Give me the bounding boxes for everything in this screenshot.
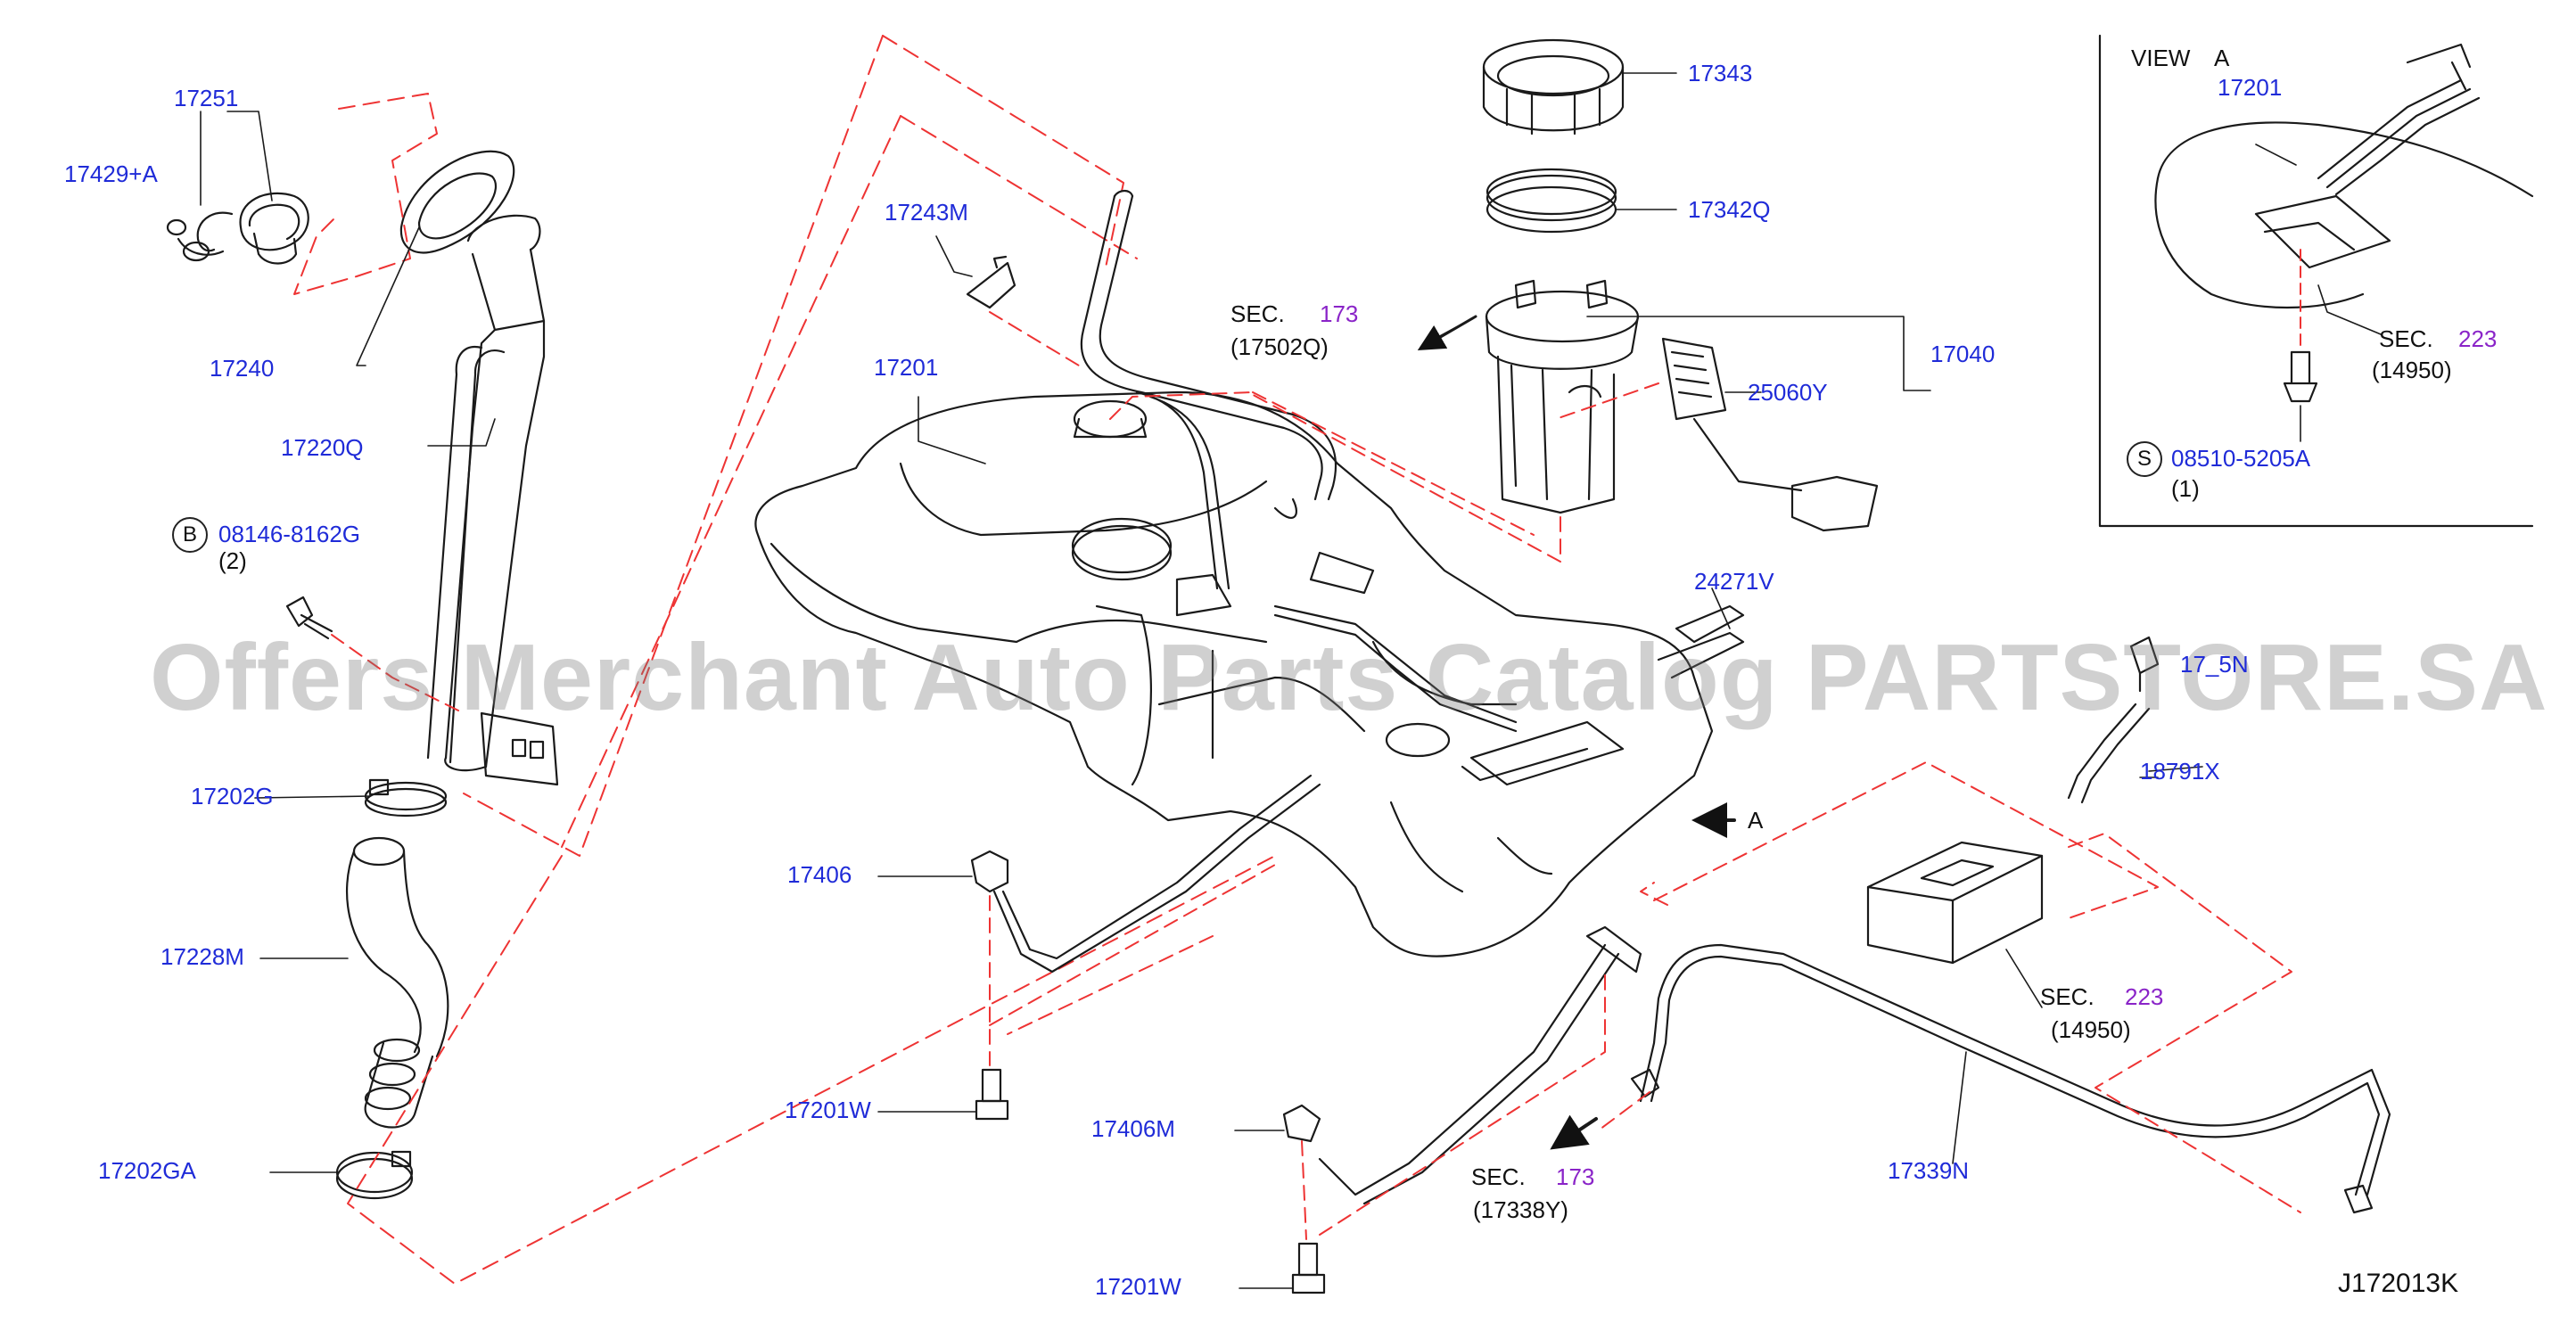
level-sender[interactable]: [1661, 337, 1879, 532]
bolt-08146[interactable]: [285, 596, 333, 640]
sec-top-word: SEC.: [1230, 300, 1285, 327]
view-a-part-17201[interactable]: 17201: [2218, 74, 2283, 101]
label-24271v[interactable]: 24271V: [1694, 568, 1774, 595]
sec-right-sub: (14950): [2051, 1016, 2131, 1043]
connector-right[interactable]: [2129, 636, 2160, 693]
view-a-title-view: VIEW: [2131, 45, 2191, 71]
label-17429a[interactable]: 17429+A: [64, 160, 158, 187]
label-17202g[interactable]: 17202G: [191, 783, 274, 809]
watermark: Offers Merchant Auto Parts Catalog PARTS…: [150, 625, 2548, 730]
fuel-tank[interactable]: [754, 390, 1714, 957]
view-a-screw-qty: (1): [2171, 475, 2200, 502]
label-17240[interactable]: 17240: [210, 355, 275, 382]
view-a-sec-num[interactable]: 223: [2458, 325, 2498, 352]
fuel-cap[interactable]: [166, 192, 309, 265]
view-a-title-letter: A: [2214, 45, 2230, 71]
heat-shield[interactable]: [1657, 604, 1745, 679]
diagram-code: J172013K: [2338, 1269, 2459, 1298]
label-17220q[interactable]: 17220Q: [281, 434, 364, 461]
label-17251[interactable]: 17251: [174, 85, 239, 111]
pump-assembly[interactable]: [1485, 279, 1640, 514]
gasket[interactable]: [1486, 168, 1617, 234]
label-17201w-1[interactable]: 17201W: [785, 1097, 871, 1123]
strap-17406m[interactable]: [1282, 925, 1642, 1205]
filler-neck[interactable]: [426, 214, 559, 786]
label-17406m[interactable]: 17406M: [1091, 1115, 1175, 1142]
vent-tube[interactable]: [1080, 189, 1518, 733]
label-17243m[interactable]: 17243M: [885, 199, 968, 226]
label-17343[interactable]: 17343: [1688, 60, 1753, 86]
label-17201[interactable]: 17201: [874, 354, 939, 381]
strap-17406[interactable]: [970, 774, 1321, 974]
filler-ring[interactable]: [399, 150, 515, 254]
arrow-a-label: A: [1748, 807, 1764, 834]
view-a-sec-word: SEC.: [2379, 325, 2433, 352]
sec-bot-sub: (17338Y): [1473, 1196, 1568, 1223]
sec-right-word: SEC.: [2040, 983, 2095, 1010]
bolt-17201w-1[interactable]: [975, 1068, 1009, 1121]
label-17339n[interactable]: 17339N: [1888, 1157, 1970, 1184]
label-17406[interactable]: 17406: [787, 861, 852, 888]
arrow-sec-top: [1417, 315, 1477, 351]
evap-tube[interactable]: [1630, 943, 2391, 1214]
sec-bot-num[interactable]: 173: [1556, 1163, 1595, 1190]
screw-symbol-s: S: [2127, 441, 2162, 477]
label-bolt-qty: (2): [218, 547, 247, 574]
label-17342q[interactable]: 17342Q: [1688, 196, 1771, 223]
label-17_5n[interactable]: 1⁠7_5N: [2180, 651, 2249, 678]
label-17201w-2[interactable]: 17201W: [1095, 1273, 1181, 1300]
label-08146-8162g[interactable]: 08146-8162G: [218, 521, 361, 547]
view-a-drawing: [2098, 34, 2534, 528]
bolt-17201w-2[interactable]: [1291, 1242, 1326, 1294]
view-a-sec-sub: (14950): [2372, 357, 2452, 383]
sec-top-num[interactable]: 173: [1320, 300, 1359, 327]
hose-17228m[interactable]: [345, 836, 449, 1129]
label-17202ga[interactable]: 17202GA: [98, 1157, 196, 1184]
arrow-sec-bottom: [1550, 1114, 1598, 1150]
view-a-screw-part[interactable]: 08510-5205A: [2171, 445, 2311, 472]
clamp-17202g[interactable]: [364, 778, 448, 818]
sec-top-sub: (17502Q): [1230, 333, 1329, 360]
label-18791x[interactable]: 18791X: [2140, 758, 2220, 785]
bracket-17243m[interactable]: [966, 255, 1016, 309]
label-17228m[interactable]: 17228M: [160, 943, 244, 970]
bolt-symbol-b: B: [172, 517, 208, 553]
lock-ring[interactable]: [1482, 38, 1625, 136]
evap-canister[interactable]: [1866, 841, 2044, 965]
vent-hose-18791x[interactable]: [2067, 703, 2151, 804]
label-17040[interactable]: 17040: [1930, 341, 1996, 367]
label-25060y[interactable]: 25060Y: [1748, 379, 1828, 406]
sec-bot-word: SEC.: [1471, 1163, 1526, 1190]
sec-right-num[interactable]: 223: [2125, 983, 2164, 1010]
